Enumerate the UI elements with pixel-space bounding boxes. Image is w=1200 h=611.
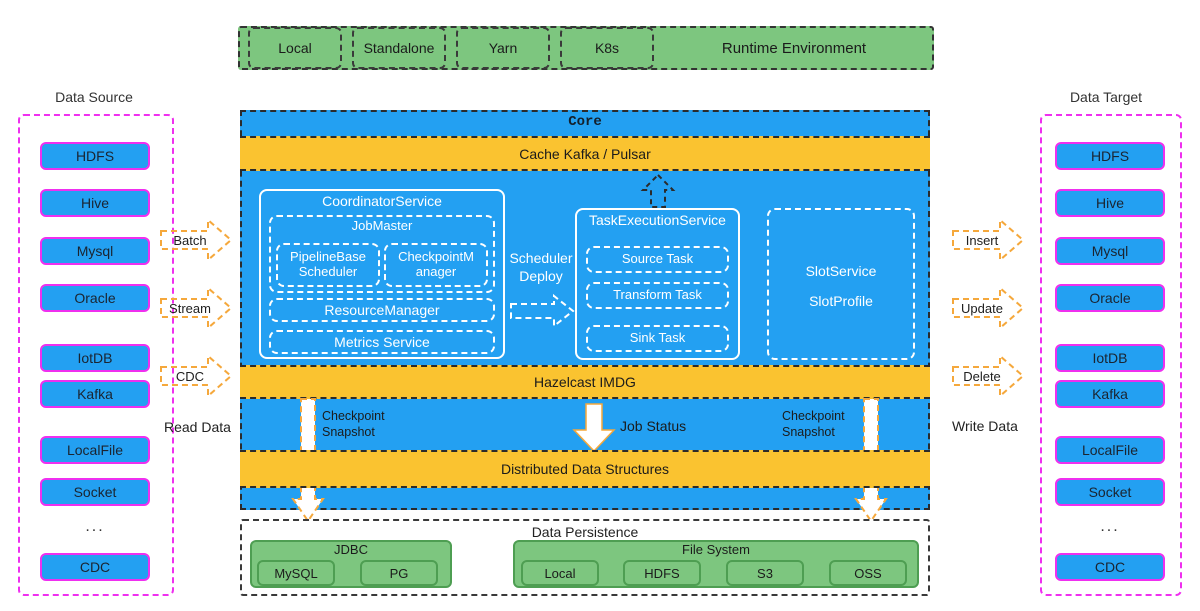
cache-kafka-pulsar-bar: Cache Kafka / Pulsar [240,136,930,171]
filesystem-cell-oss[interactable]: OSS [829,560,907,586]
data-source-container [18,114,174,596]
jobmaster-title: JobMaster [351,218,413,233]
write-arrow-delete-label: Delete [963,368,1001,384]
filesystem-cell-local[interactable]: Local [521,560,599,586]
slot-service-label: SlotService [805,263,877,279]
hazelcast-imdg-bar: Hazelcast IMDG [240,365,930,399]
runtime-cell-local[interactable]: Local [248,27,342,69]
read-arrow-batch: Batch [160,217,233,263]
checkpoint-snapshot-right-label: Checkpoint Snapshot [782,409,872,440]
data-target-title: Data Target [1069,89,1143,105]
write-arrow-delete: Delete [952,353,1025,399]
source-item-mysql[interactable]: Mysql [40,237,150,265]
source-item-socket[interactable]: Socket [40,478,150,506]
data-target-container [1040,114,1182,596]
data-source-title: Data Source [55,89,133,105]
target-item-cdc[interactable]: CDC [1055,553,1165,581]
read-arrow-batch-label: Batch [173,232,207,248]
jdbc-cell-pg[interactable]: PG [360,560,438,586]
jobmaster-box [269,215,495,293]
scheduler-deploy-label: Scheduler Deploy [506,250,576,285]
source-item-cdc[interactable]: CDC [40,553,150,581]
source-item-kafka[interactable]: Kafka [40,380,150,408]
source-item-iotdb[interactable]: IotDB [40,344,150,372]
filesystem-cell-s3[interactable]: S3 [726,560,804,586]
source-item-ellipsis: ... [85,518,105,535]
target-item-mysql[interactable]: Mysql [1055,237,1165,265]
source-item-hive[interactable]: Hive [40,189,150,217]
job-status-arrow-icon [572,403,616,453]
filesystem-cell-hdfs[interactable]: HDFS [623,560,701,586]
source-task-cell[interactable]: Source Task [586,246,729,273]
target-item-iotdb[interactable]: IotDB [1055,344,1165,372]
scheduler-deploy-line1: Scheduler [509,250,573,266]
runtime-environment-label: Runtime Environment [721,39,867,57]
target-item-oracle[interactable]: Oracle [1055,284,1165,312]
core-panel [240,110,930,510]
jdbc-group-title: JDBC [334,542,368,557]
scheduler-deploy-arrow-icon [510,293,575,329]
read-arrow-stream: Stream [160,285,233,331]
read-arrow-cdc: CDC [160,353,233,399]
checkpoint-snapshot-left-label: Checkpoint Snapshot [322,409,412,440]
checkpoint-left-line1: Checkpoint [322,409,385,423]
source-item-localfile[interactable]: LocalFile [40,436,150,464]
filesystem-group-title: File System [682,542,750,557]
write-arrow-update-label: Update [961,300,1003,316]
slot-service-box [767,208,915,360]
resource-manager-cell[interactable]: ResourceManager [269,298,495,322]
task-execution-service-box [575,208,740,360]
data-persistence-title: Data Persistence [531,524,639,540]
target-item-hive[interactable]: Hive [1055,189,1165,217]
source-item-hdfs[interactable]: HDFS [40,142,150,170]
metrics-service-cell[interactable]: Metrics Service [269,330,495,354]
job-status-label: Job Status [620,418,687,434]
read-arrow-cdc-label: CDC [175,368,205,384]
target-item-kafka[interactable]: Kafka [1055,380,1165,408]
slot-profile-label: SlotProfile [809,293,873,309]
runtime-environment-bar: Local Standalone Yarn K8s Runtime Enviro… [238,26,934,70]
coordinator-service-title: CoordinatorService [322,193,442,209]
jdbc-cell-mysql[interactable]: MySQL [257,560,335,586]
target-item-ellipsis: ... [1100,518,1120,535]
write-arrow-insert-label: Insert [965,232,999,248]
target-item-localfile[interactable]: LocalFile [1055,436,1165,464]
transform-task-cell[interactable]: Transform Task [586,282,729,309]
coordinator-service-box [259,189,505,359]
read-data-label: Read Data [164,419,231,435]
core-title: Core [568,114,602,130]
distributed-data-structures-bar: Distributed Data Structures [240,450,930,488]
runtime-cell-yarn[interactable]: Yarn [456,27,550,69]
runtime-cell-k8s[interactable]: K8s [560,27,654,69]
checkpoint-right-line2: Snapshot [782,424,835,439]
write-data-label: Write Data [952,418,1018,434]
task-to-cache-arrow-icon [640,173,676,208]
sink-task-cell[interactable]: Sink Task [586,325,729,352]
target-item-socket[interactable]: Socket [1055,478,1165,506]
scheduler-deploy-line2: Deploy [519,267,563,284]
pipeline-base-scheduler-cell[interactable]: PipelineBase Scheduler [276,243,380,287]
runtime-cell-standalone[interactable]: Standalone [352,27,446,69]
write-arrow-update: Update [952,285,1025,331]
source-item-oracle[interactable]: Oracle [40,284,150,312]
read-arrow-stream-label: Stream [169,300,211,316]
target-item-hdfs[interactable]: HDFS [1055,142,1165,170]
task-execution-service-title: TaskExecutionService [589,212,726,228]
checkpoint-left-line2: Snapshot [322,424,375,439]
checkpoint-manager-cell[interactable]: CheckpointM anager [384,243,488,287]
write-arrow-insert: Insert [952,217,1025,263]
checkpoint-right-line1: Checkpoint [782,409,845,423]
